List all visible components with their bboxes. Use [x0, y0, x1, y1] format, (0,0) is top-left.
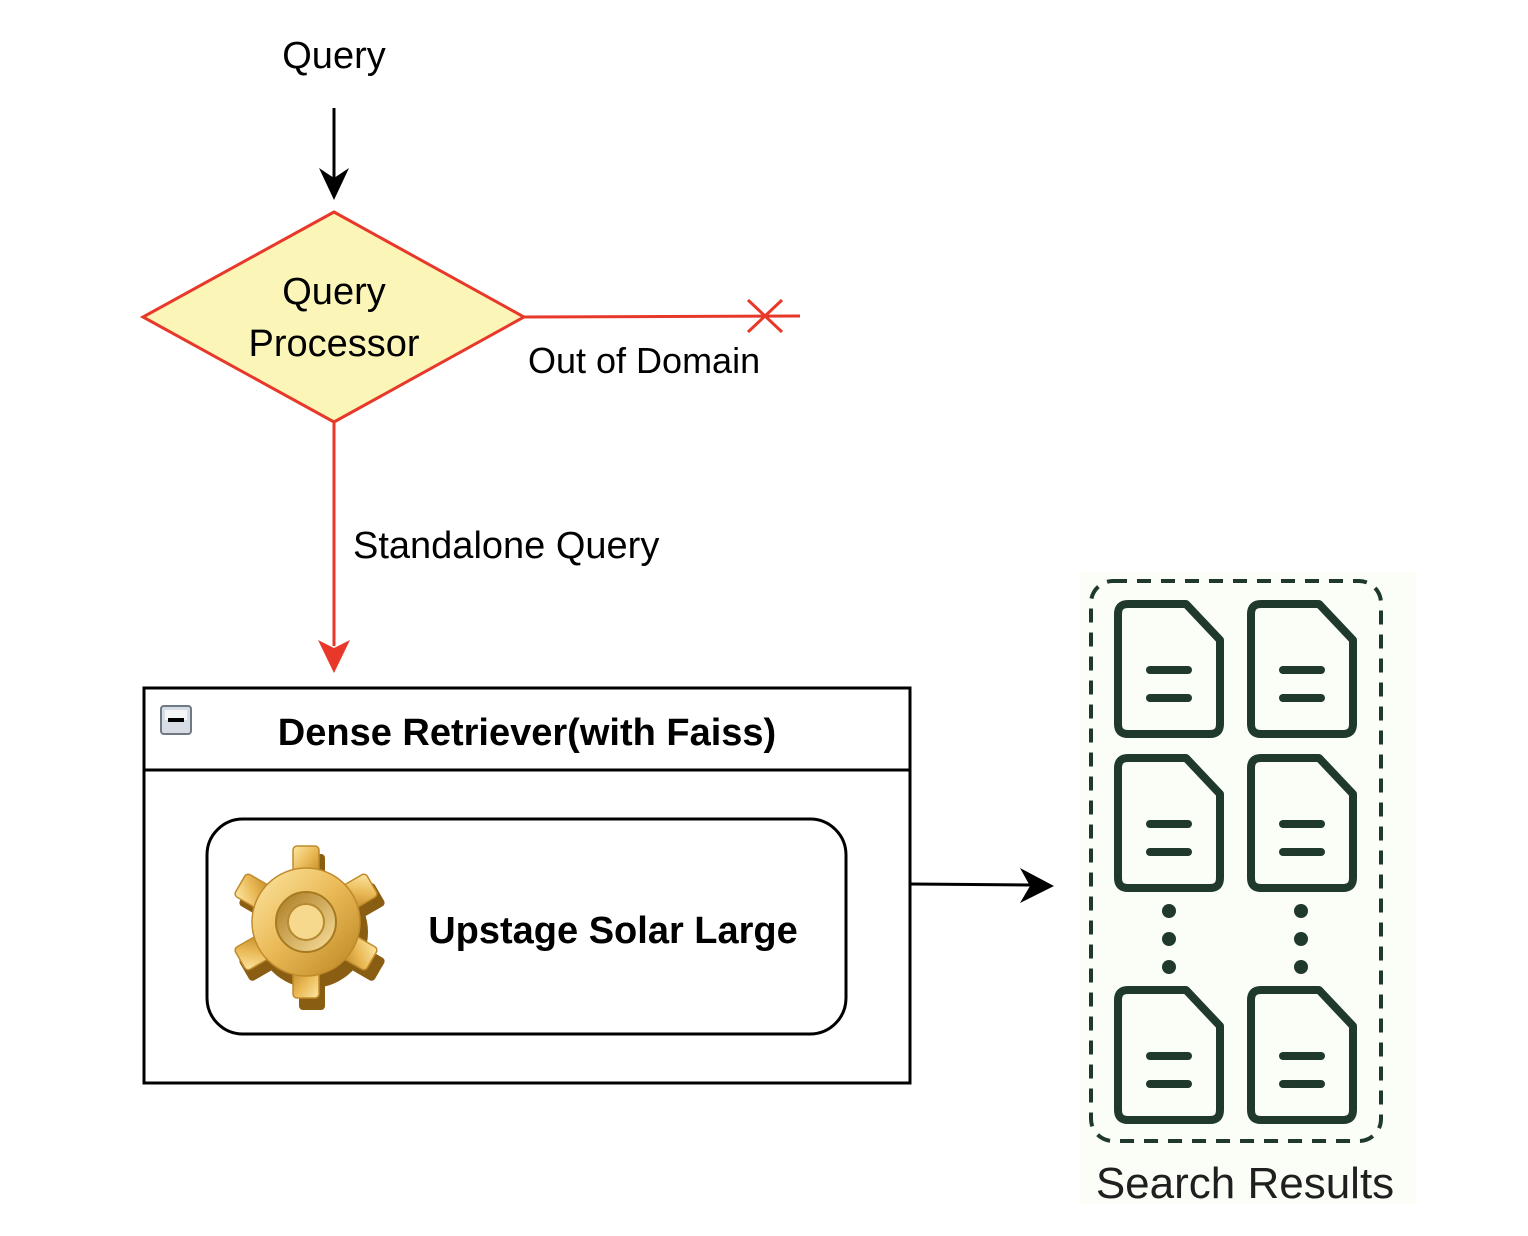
query-arrow — [319, 108, 349, 200]
query-processor-node: Query Processor — [139, 210, 528, 424]
query-processor-label-line2: Processor — [248, 323, 419, 365]
out-of-domain-edge: Out of Domain — [523, 298, 801, 381]
upstage-solar-label: Upstage Solar Large — [428, 910, 798, 952]
collapse-toggle-icon[interactable] — [160, 705, 192, 735]
query-processor-label-line1: Query — [282, 271, 385, 313]
standalone-query-label: Standalone Query — [353, 525, 659, 567]
out-of-domain-label: Out of Domain — [528, 340, 760, 381]
dense-retriever-title: Dense Retriever(with Faiss) — [278, 712, 776, 754]
standalone-query-edge: Standalone Query — [318, 422, 659, 673]
x-mark-icon — [746, 298, 784, 334]
query-label: Query — [282, 35, 385, 77]
vertical-ellipsis-icon — [1162, 904, 1176, 974]
vertical-ellipsis-icon — [1294, 904, 1308, 974]
decision-diamond — [139, 210, 528, 424]
results-arrow — [910, 868, 1054, 903]
upstage-solar-node: Upstage Solar Large — [205, 817, 848, 1036]
gear-icon — [234, 845, 385, 1010]
search-results-border — [1089, 579, 1383, 1143]
search-results-panel: Search Results — [1080, 572, 1416, 1208]
dense-retriever-container: Dense Retriever(with Faiss) — [142, 686, 912, 1085]
search-results-label: Search Results — [1096, 1159, 1394, 1208]
